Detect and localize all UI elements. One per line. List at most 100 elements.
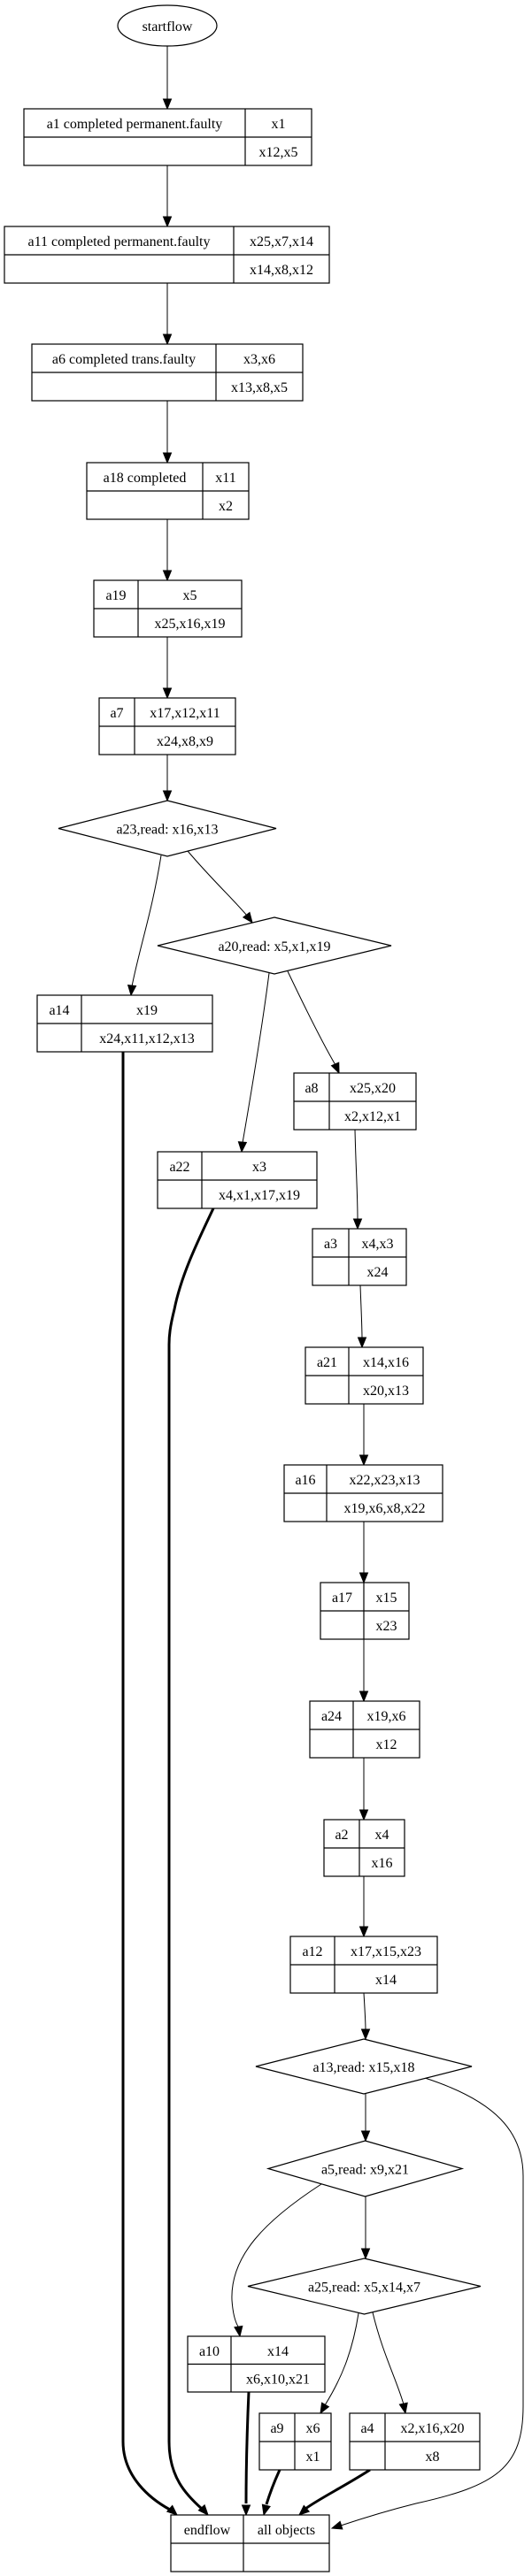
edge-a23-a20 [187,850,253,924]
edge-line [363,1992,366,2031]
node-a19[interactable]: a19 x5 x25,x16,x19 [93,579,243,638]
arrowhead-icon [330,2520,343,2530]
read-set: x1 [306,2450,320,2465]
read-set: x16 [372,1856,393,1871]
activity-label: a2 [335,1828,348,1843]
node-a20[interactable]: a20,read: x5,x1,x19 [157,916,392,975]
edge-a14-endflow [121,1052,178,2516]
edge-line [167,1208,215,2511]
activity-label: a8 [305,1081,318,1096]
arrowhead-icon [166,2504,178,2516]
edge-a13-a5 [360,2094,371,2143]
arrowhead-icon [352,1218,363,1230]
decision-label: a23,read: x16,x13 [116,823,218,838]
edge-a1-a11 [162,165,173,228]
decision-label: a25,read: x5,x14,x7 [308,2281,420,2296]
read-set: x24,x8,x9 [157,734,213,749]
decision-diamond [247,2258,482,2315]
read-set: x4,x1,x17,x19 [219,1188,300,1203]
activity-label: a14 [49,1003,69,1018]
edge-a12-a13 [360,1992,371,2041]
activity-label: a4 [360,2421,374,2436]
arrowhead-icon [162,790,173,802]
arrowhead-icon [360,2248,371,2260]
arrowhead-icon [359,1809,369,1821]
decision-label: a13,read: x15,x18 [312,2060,414,2075]
activity-label: a10 [199,2344,220,2359]
edge-a6-a18 [162,401,173,464]
edge-a16-a17 [359,1522,369,1584]
node-a16[interactable]: a16 x22,x23,x13 x19,x6,x8,x22 [283,1464,443,1522]
arrowhead-icon [261,2503,271,2517]
edge-a9-endflow [261,2469,281,2517]
read-set: x25,x16,x19 [155,617,226,632]
write-set: x25,x7,x14 [250,234,313,249]
activity-label: a16 [295,1473,315,1488]
activity-label: a3 [324,1237,337,1252]
activity-label: a12 [302,1944,322,1959]
arrowhead-icon [241,2504,251,2517]
edge-line [187,850,248,916]
arrowhead-icon [162,452,173,464]
edge-a5-a25 [360,2196,371,2260]
edge-line [121,1052,171,2511]
node-a12[interactable]: a12 x17,x15,x23 x14 [289,1936,438,1994]
write-set: x17,x12,x11 [150,706,220,721]
edge-a13-endflow [330,2077,524,2530]
node-a5[interactable]: a5,read: x9,x21 [266,2140,465,2197]
activity-label: a21 [317,1355,337,1370]
write-set: x4 [375,1828,389,1843]
read-set: x12 [376,1737,397,1752]
write-set: x19 [136,1003,158,1018]
activity-label: a6 completed trans.faulty [52,352,196,367]
arrowhead-icon [359,1572,369,1584]
arrowhead-icon [359,1690,369,1703]
edge-a20-a22 [237,972,270,1154]
activity-label: endflow [184,2523,231,2538]
write-set: x14 [267,2344,289,2359]
node-a2[interactable]: a2 x4 x16 [323,1819,405,1877]
node-a25[interactable]: a25,read: x5,x14,x7 [247,2258,482,2315]
write-set: x17,x15,x23 [351,1944,421,1959]
node-a13[interactable]: a13,read: x15,x18 [255,2038,473,2095]
edge-line [372,2312,405,2405]
read-set: x23 [376,1619,397,1634]
node-a23[interactable]: a23,read: x16,x13 [58,800,277,857]
write-set: x22,x23,x13 [350,1473,420,1488]
write-set: x14,x16 [363,1355,409,1370]
read-set: x14 [375,1973,397,1988]
activity-label: a18 completed [104,471,187,486]
arrowhead-icon [398,2402,408,2415]
arrowhead-icon [298,2504,311,2516]
edge-a5-a10 [231,2183,322,2338]
write-set: x5 [183,588,197,603]
edge-line [244,2391,251,2504]
ellipse-shape [117,4,218,47]
decision-label: a5,read: x9,x21 [321,2163,409,2178]
edge-a20-a8 [287,970,340,1075]
activity-label: a19 [105,588,126,603]
edge-a24-a2 [359,1758,369,1821]
node-startflow[interactable]: startflow [117,4,218,47]
read-set: x19,x6,x8,x22 [344,1501,426,1516]
arrowhead-icon [162,334,173,346]
decision-diamond [255,2038,473,2095]
edge-a19-a7 [162,637,173,700]
node-label: startflow [143,19,193,34]
